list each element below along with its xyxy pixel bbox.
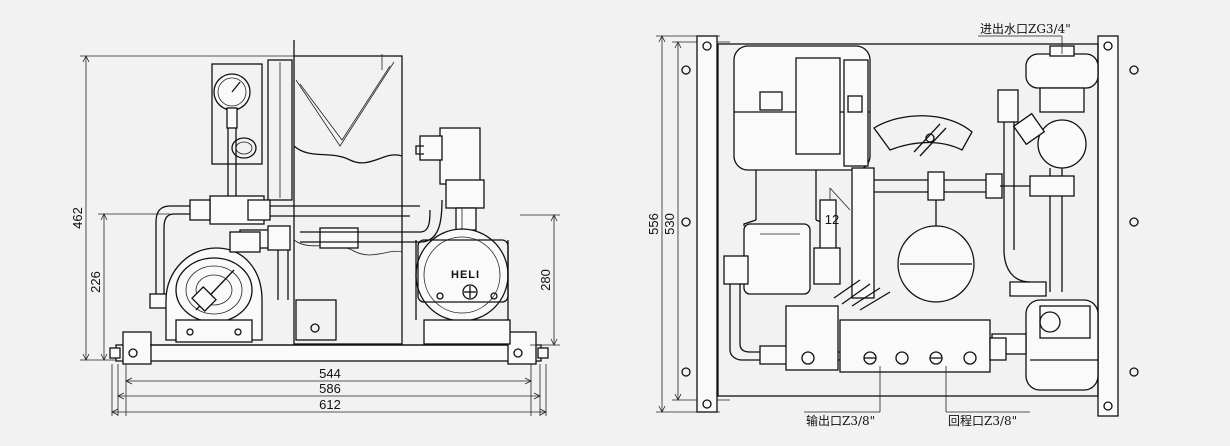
front-motor — [415, 127, 511, 345]
side-motor — [733, 45, 871, 295]
front-base-frame — [109, 331, 549, 365]
front-gauge-column — [211, 59, 293, 201]
dim-width-c: 612 — [319, 397, 341, 412]
front-bottom-dimensions — [111, 364, 547, 416]
side-tubes — [723, 167, 891, 371]
side-manifold — [839, 319, 1007, 373]
side-water-column — [991, 45, 1099, 391]
label-return-port: 回程口Z3/8" — [948, 413, 1017, 428]
front-piping — [149, 195, 443, 309]
brand-label: HELI — [451, 269, 480, 281]
front-view: 462 226 — [70, 40, 560, 416]
front-tank — [293, 40, 403, 345]
dim-height-outer: 556 — [646, 213, 661, 235]
label-output-port: 输出口Z3/8" — [806, 413, 875, 428]
dim-height-total: 462 — [70, 207, 85, 229]
callout-number: 12 — [825, 212, 839, 227]
side-rails — [681, 35, 1139, 417]
front-pump — [165, 231, 263, 343]
dim-height-inner: 530 — [662, 213, 677, 235]
side-central — [873, 115, 1030, 303]
side-left-dimensions — [656, 35, 730, 413]
dim-width-a: 544 — [319, 366, 341, 381]
dim-width-b: 586 — [319, 381, 341, 396]
side-leaders — [804, 35, 1063, 413]
label-water-inlet: 进出水口ZG3/4" — [980, 22, 1071, 36]
front-left-dimensions — [80, 55, 300, 361]
front-right-dimension — [520, 214, 560, 346]
dim-height-lower: 226 — [88, 271, 103, 293]
side-view: 556 530 — [646, 22, 1139, 428]
dim-height-right: 280 — [538, 269, 553, 291]
